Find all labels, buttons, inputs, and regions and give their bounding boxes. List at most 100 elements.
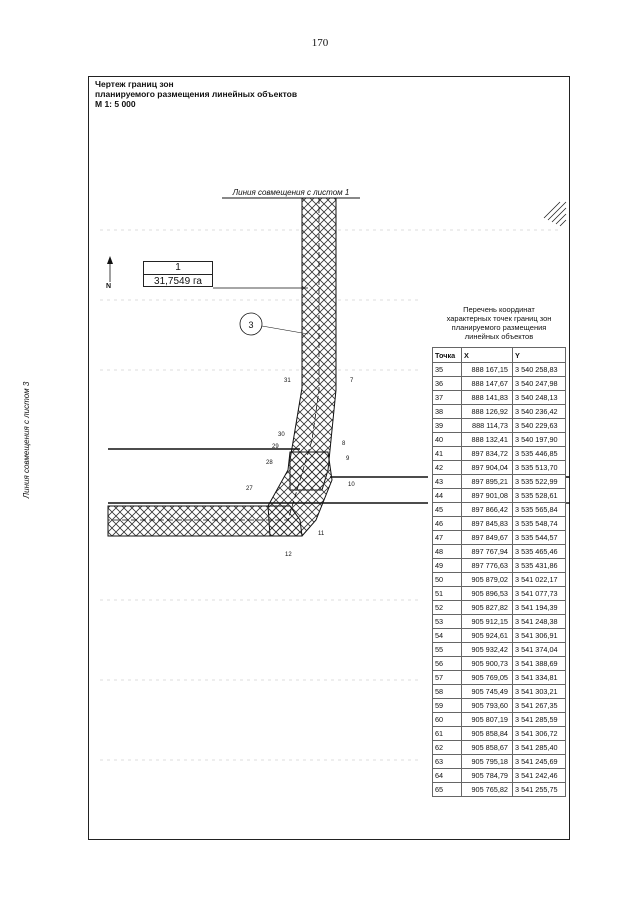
cell-y: 3 535 544,57 (512, 530, 566, 545)
point-label: 12 (285, 552, 292, 558)
cell-y: 3 541 194,39 (512, 600, 566, 615)
cell-y: 3 541 245,69 (512, 754, 566, 769)
cell-y: 3 535 513,70 (512, 460, 566, 475)
cell-y: 3 541 306,91 (512, 628, 566, 643)
cell-y: 3 540 229,63 (512, 418, 566, 433)
point-label: 11 (318, 531, 325, 537)
cell-x: 905 745,49 (461, 684, 513, 699)
cell-y: 3 541 285,40 (512, 740, 566, 755)
cell-x: 888 147,67 (461, 376, 513, 391)
cell-point: 42 (432, 460, 462, 475)
cell-point: 56 (432, 656, 462, 671)
cell-x: 888 126,92 (461, 404, 513, 419)
cell-x: 905 858,84 (461, 726, 513, 741)
cell-y: 3 541 248,38 (512, 614, 566, 629)
point-label: 8 (342, 441, 346, 447)
cell-y: 3 535 528,61 (512, 488, 566, 503)
horizontal-corridor (107, 505, 303, 537)
parcel-area: 31,7549 га (154, 276, 202, 287)
cell-point: 35 (432, 362, 462, 377)
cell-point: 49 (432, 558, 462, 573)
cell-x: 905 769,05 (461, 670, 513, 685)
cell-x: 888 132,41 (461, 432, 513, 447)
coords-caption-line: характерных точек границ зон (446, 314, 552, 323)
cell-point: 36 (432, 376, 462, 391)
cell-x: 897 904,04 (461, 460, 513, 475)
corridor-axis (108, 198, 320, 521)
parcel-number: 1 (144, 262, 212, 275)
zone-marker-circle (239, 312, 263, 336)
cell-y: 3 541 334,81 (512, 670, 566, 685)
cell-y: 3 535 431,86 (512, 558, 566, 573)
cell-point: 55 (432, 642, 462, 657)
cell-x: 897 849,67 (461, 530, 513, 545)
cell-y: 3 541 285,59 (512, 712, 566, 727)
point-label: 7 (350, 378, 354, 384)
coords-caption-line: Перечень координат (463, 305, 535, 314)
cell-point: 62 (432, 740, 462, 755)
column-header-point: Точка (432, 347, 462, 363)
cell-x: 905 807,19 (461, 712, 513, 727)
cell-point: 58 (432, 684, 462, 699)
cell-point: 57 (432, 670, 462, 685)
cell-y: 3 535 548,74 (512, 516, 566, 531)
cell-y: 3 540 248,13 (512, 390, 566, 405)
drawing-frame (88, 76, 570, 840)
cell-point: 53 (432, 614, 462, 629)
cell-point: 60 (432, 712, 462, 727)
cell-y: 3 541 267,35 (512, 698, 566, 713)
point-label: 29 (272, 444, 279, 450)
point-label: 31 (284, 378, 291, 384)
cell-x: 905 932,42 (461, 642, 513, 657)
north-arrow: N (106, 256, 113, 290)
point-label: 27 (246, 486, 253, 492)
cell-y: 3 535 465,46 (512, 544, 566, 559)
cell-x: 905 912,15 (461, 614, 513, 629)
cell-y: 3 535 565,84 (512, 502, 566, 517)
cell-x: 897 845,83 (461, 516, 513, 531)
point-labels: 31 7 30 29 28 8 9 10 27 11 12 (246, 378, 355, 558)
cell-y: 3 541 306,72 (512, 726, 566, 741)
cell-point: 59 (432, 698, 462, 713)
point-label: 10 (348, 482, 355, 488)
coords-caption: Перечень координат характерных точек гра… (428, 305, 570, 341)
cell-y: 3 541 374,04 (512, 642, 566, 657)
cell-point: 41 (432, 446, 462, 461)
cell-point: 43 (432, 474, 462, 489)
cell-x: 888 167,15 (461, 362, 513, 377)
cell-point: 48 (432, 544, 462, 559)
cell-x: 897 767,94 (461, 544, 513, 559)
cell-y: 3 540 258,83 (512, 362, 566, 377)
cell-y: 3 541 303,21 (512, 684, 566, 699)
cell-y: 3 540 197,90 (512, 432, 566, 447)
cell-x: 905 795,18 (461, 754, 513, 769)
cell-y: 3 535 446,85 (512, 446, 566, 461)
cell-point: 64 (432, 768, 462, 783)
title-line-1: Чертеж границ зон (95, 79, 174, 89)
cell-x: 905 896,53 (461, 586, 513, 601)
cell-y: 3 540 247,98 (512, 376, 566, 391)
cell-point: 39 (432, 418, 462, 433)
cell-point: 37 (432, 390, 462, 405)
cell-point: 44 (432, 488, 462, 503)
cell-x: 905 879,02 (461, 572, 513, 587)
